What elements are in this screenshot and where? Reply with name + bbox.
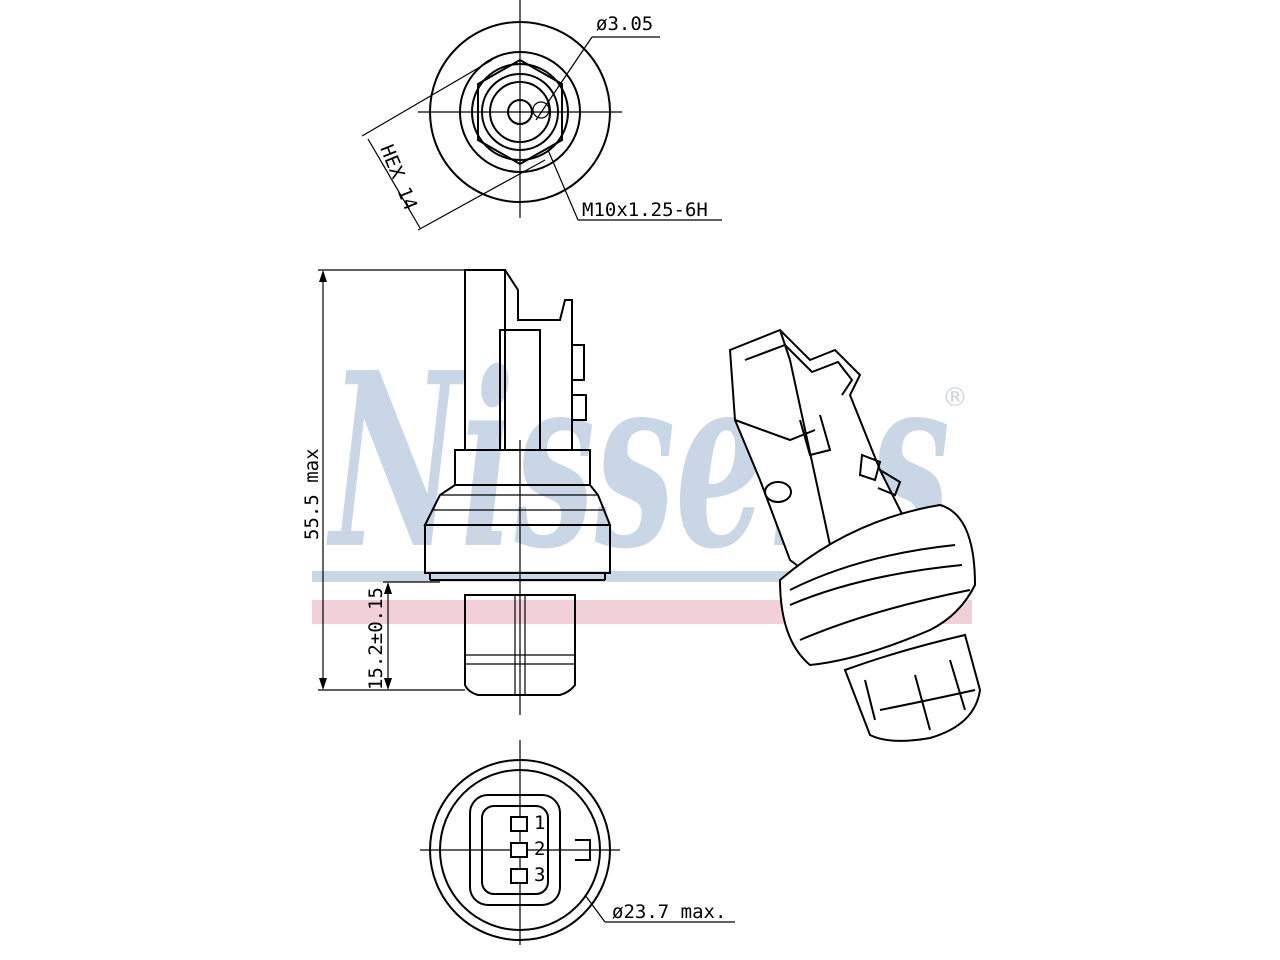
pin-number-3: 3 — [534, 864, 545, 886]
watermark-stripe-blue — [312, 571, 972, 582]
thread-length-label: 15.2±0.15 — [365, 587, 387, 690]
body-diameter-label: ø23.7 max. — [612, 901, 726, 923]
top-view: ø3.05 HEX 14 M10x1.25-6H — [361, 5, 722, 231]
isometric-view — [728, 328, 982, 742]
bottom-view: 1 2 3 ø23.7 max. — [420, 740, 735, 945]
watermark-registered-mark: ® — [942, 383, 968, 413]
pin-number-2: 2 — [534, 838, 545, 860]
overall-length-label: 55.5 max — [301, 448, 323, 540]
side-view: 55.5 max 15.2±0.15 — [301, 0, 612, 715]
pin-diameter-label: ø3.05 — [596, 13, 653, 35]
pin-number-1: 1 — [534, 812, 545, 834]
hex-size-label: HEX 14 — [375, 142, 421, 214]
thread-label: M10x1.25-6H — [582, 199, 708, 221]
